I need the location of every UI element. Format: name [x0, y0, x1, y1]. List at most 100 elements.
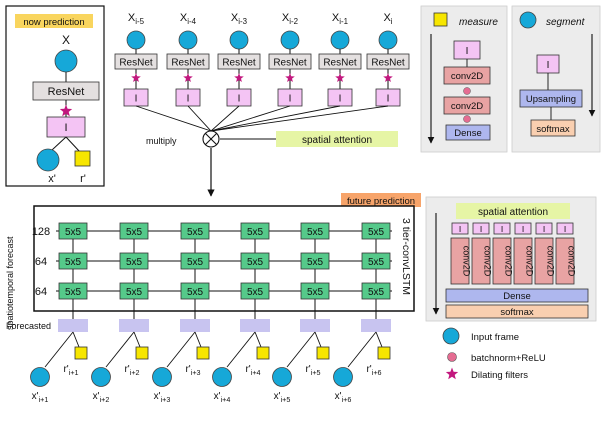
i-label: I [64, 122, 67, 134]
convlstm-cell [180, 252, 210, 270]
detail-conv-block [492, 237, 512, 285]
input-frame-legend-icon [442, 327, 460, 345]
segment-softmax-label: softmax [536, 124, 570, 135]
detail-i-block [556, 222, 574, 235]
x-prime-label-base: x' [32, 391, 39, 402]
detail-spatial-attention-label: spatial attention [478, 207, 548, 218]
r-prime-label-base: r' [63, 364, 68, 375]
measure-conv1-label: conv2D [451, 71, 483, 82]
x-prime-label-base: x' [93, 391, 100, 402]
input-label-subscript: i-4 [187, 17, 196, 26]
dilating-filter-legend-icon [445, 367, 459, 380]
input-label: Xi-2 [282, 12, 298, 26]
convlstm-cell-label: 5x5 [126, 257, 143, 268]
convlstm-cell-label: 5x5 [187, 287, 204, 298]
x-prime-label-subscript: i+3 [161, 395, 171, 404]
detail-conv-label: conv2D [546, 246, 556, 277]
input-label-subscript: i-2 [289, 17, 298, 26]
dilating-filter-star-icon [183, 73, 193, 82]
forecast-block [240, 319, 270, 332]
measure-title: measure [459, 17, 498, 28]
detail-dense-block [445, 288, 589, 303]
detail-i-block [472, 222, 490, 235]
input-label-base: X [383, 12, 391, 24]
input-label: Xi-5 [128, 12, 145, 26]
convlstm-cell [58, 222, 88, 240]
i-label: I [135, 94, 138, 105]
detail-conv-label: conv2D [567, 246, 577, 277]
multiply-label: multiply [146, 136, 177, 146]
x-prime-label: x'i+6 [335, 391, 352, 404]
output-frame-circle [36, 148, 60, 172]
r-prime-label-base: r' [124, 364, 129, 375]
input-label: Xi-4 [180, 12, 197, 26]
forecast-output: r'i+2x'i+2 [91, 319, 149, 404]
i-label: I [387, 94, 390, 105]
future-prediction-tag [341, 193, 421, 207]
convlstm-cell [361, 222, 391, 240]
row-size-label: 64 [35, 256, 47, 268]
r-prime-label-subscript: i+1 [69, 368, 79, 377]
convlstm-cell [361, 252, 391, 270]
segment-title: segment [546, 17, 586, 28]
x-prime-label-base: x' [335, 391, 342, 402]
input-label-base: X [128, 12, 136, 24]
dilating-filter-star-icon [285, 73, 295, 82]
input-label-subscript: i-1 [339, 17, 348, 26]
x-prime-label: x' [48, 173, 56, 185]
spatiotemporal-label: spatiotemporal forecast [5, 236, 15, 330]
i-label: I [187, 94, 190, 105]
i-label: I [238, 94, 241, 105]
detail-i-label: I [564, 224, 566, 234]
input-frame-circle [229, 30, 249, 50]
x-prime-label-subscript: i+5 [281, 395, 291, 404]
x-prime-label: x'i+1 [32, 391, 49, 404]
convlstm-side-label: 3 tier-convLSTM [400, 218, 412, 295]
input-frame-circle [330, 30, 350, 50]
i-label: I [339, 94, 342, 105]
measure-output-square [256, 346, 270, 360]
x-prime-label: x'i+5 [274, 391, 291, 404]
detail-i-block [514, 222, 532, 235]
measure-output-square [135, 346, 149, 360]
legend: Input frame batchnorm+ReLU Dilating filt… [442, 327, 546, 381]
r-prime-label-base: r' [305, 364, 310, 375]
convlstm-cell [180, 282, 210, 300]
r-prime-label-subscript: i+3 [191, 368, 201, 377]
output-frame-circle [272, 367, 292, 387]
input-frame-circle [54, 49, 78, 73]
convlstm-cell-label: 5x5 [307, 257, 324, 268]
fan-in-line [210, 105, 240, 132]
segment-circle-icon [519, 11, 537, 29]
convlstm-cell [119, 252, 149, 270]
detail-conv-label: conv2D [462, 246, 472, 277]
output-frame-circle [333, 367, 353, 387]
detail-conv-label: conv2D [525, 246, 535, 277]
input-frame-circle [378, 30, 398, 50]
detail-i-label: I [522, 224, 524, 234]
fan-in-line [135, 105, 212, 132]
measure-conv2-label: conv2D [451, 101, 483, 112]
convlstm-cell [300, 282, 330, 300]
now-prediction-panel: now prediction X ResNet I x' r' [5, 5, 105, 187]
r-prime-label: r'i+2 [124, 364, 139, 377]
input-label-subscript: i-3 [238, 17, 247, 26]
r-prime-label-base: r' [366, 364, 371, 375]
measure-i-label: I [466, 46, 469, 57]
spatial-attention-label: spatial attention [302, 135, 372, 146]
legend-dilating: Dilating filters [471, 370, 528, 381]
input-label-base: X [282, 12, 290, 24]
dilating-filter-star-icon [131, 73, 141, 82]
now-prediction-tag [15, 14, 93, 28]
convlstm-cell-label: 5x5 [307, 287, 324, 298]
measure-output-square [316, 346, 330, 360]
fan-in-line [210, 105, 341, 132]
x-prime-label-base: x' [154, 391, 161, 402]
